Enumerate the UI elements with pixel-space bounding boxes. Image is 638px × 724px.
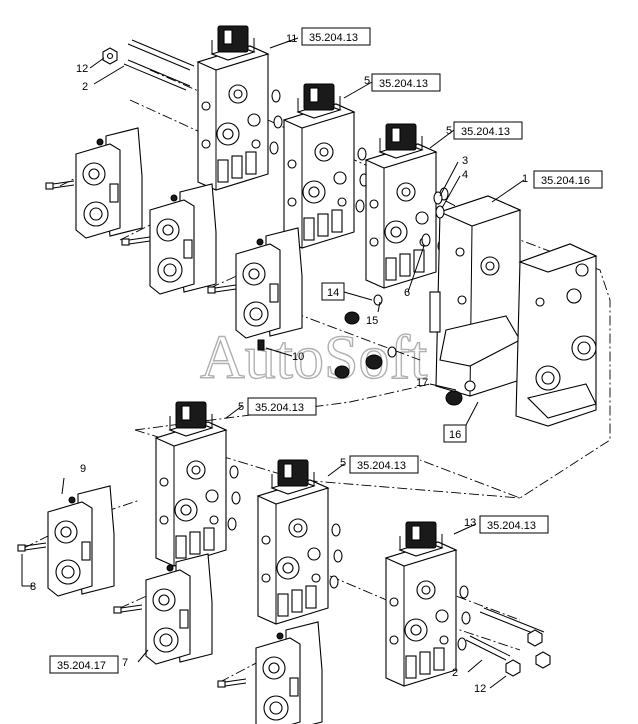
ref-5-c: 35.204.13 [255,402,304,414]
end-cover-bottom-3 [255,621,323,724]
valve-section-5-d [257,459,343,625]
callout-10: 10 [292,351,304,363]
callout-15: 15 [366,315,378,327]
valve-section-5-c [155,401,241,567]
callout-numbers: 11 12 2 5 5 3 4 1 6 15 10 17 5 9 5 13 8 … [30,33,528,695]
reference-boxes: 35.204.13 35.204.13 35.204.13 35.204.16 … [49,27,603,674]
callout-5-a: 5 [364,75,370,87]
ref-7: 35.204.17 [57,660,106,672]
end-cover-top-3 [235,227,303,339]
plug-14 [344,294,383,325]
callout-4: 4 [462,169,468,181]
callout-14: 14 [327,287,339,299]
callout-5-d: 5 [340,457,346,469]
seal-rings-3-4 [421,191,445,247]
callout-2-bottom: 2 [452,667,458,679]
callout-8: 8 [30,581,36,593]
end-cover-top-1 [75,127,143,239]
callout-11: 11 [286,33,297,45]
callout-12-top: 12 [76,63,88,75]
leader-lines [21,37,525,689]
callout-2-top: 2 [82,81,88,93]
plug-16-17 [445,380,476,406]
ref-5-b: 35.204.13 [461,126,510,138]
callout-5-b: 5 [446,125,452,137]
plug-10 [257,339,397,379]
end-cover-bottom-1 [47,485,115,597]
callout-13: 13 [464,517,476,529]
watermark: AutoSoft [200,324,427,392]
callout-16: 16 [449,429,461,441]
boxed-callout-14: 14 [321,282,373,301]
valve-section-5-b [365,123,451,289]
callout-1: 1 [522,173,528,185]
callout-9: 9 [80,463,86,475]
valve-section-13 [385,521,471,687]
ref-13: 35.204.13 [487,520,536,532]
valve-section-11 [197,25,283,191]
ref-1: 35.204.16 [541,175,590,187]
main-valve-body [429,195,522,397]
valve-section-5-a [283,83,369,249]
end-cover-bottom-2 [145,553,213,665]
ref-5-d: 35.204.13 [357,460,406,472]
callout-5-c: 5 [238,401,244,413]
callout-6: 6 [404,287,410,299]
callout-17: 17 [416,377,428,389]
rear-end-cover [515,243,598,427]
callout-12-bottom: 12 [474,683,486,695]
stud-bolts-top [102,39,195,91]
callout-7: 7 [122,657,128,669]
boxed-callout-16: 16 [443,401,479,443]
ref-11: 35.204.13 [309,32,358,44]
ref-5-a: 35.204.13 [379,78,428,90]
callout-3: 3 [462,155,468,167]
end-cover-top-2 [149,183,217,295]
stud-bolts-bottom [465,607,551,677]
